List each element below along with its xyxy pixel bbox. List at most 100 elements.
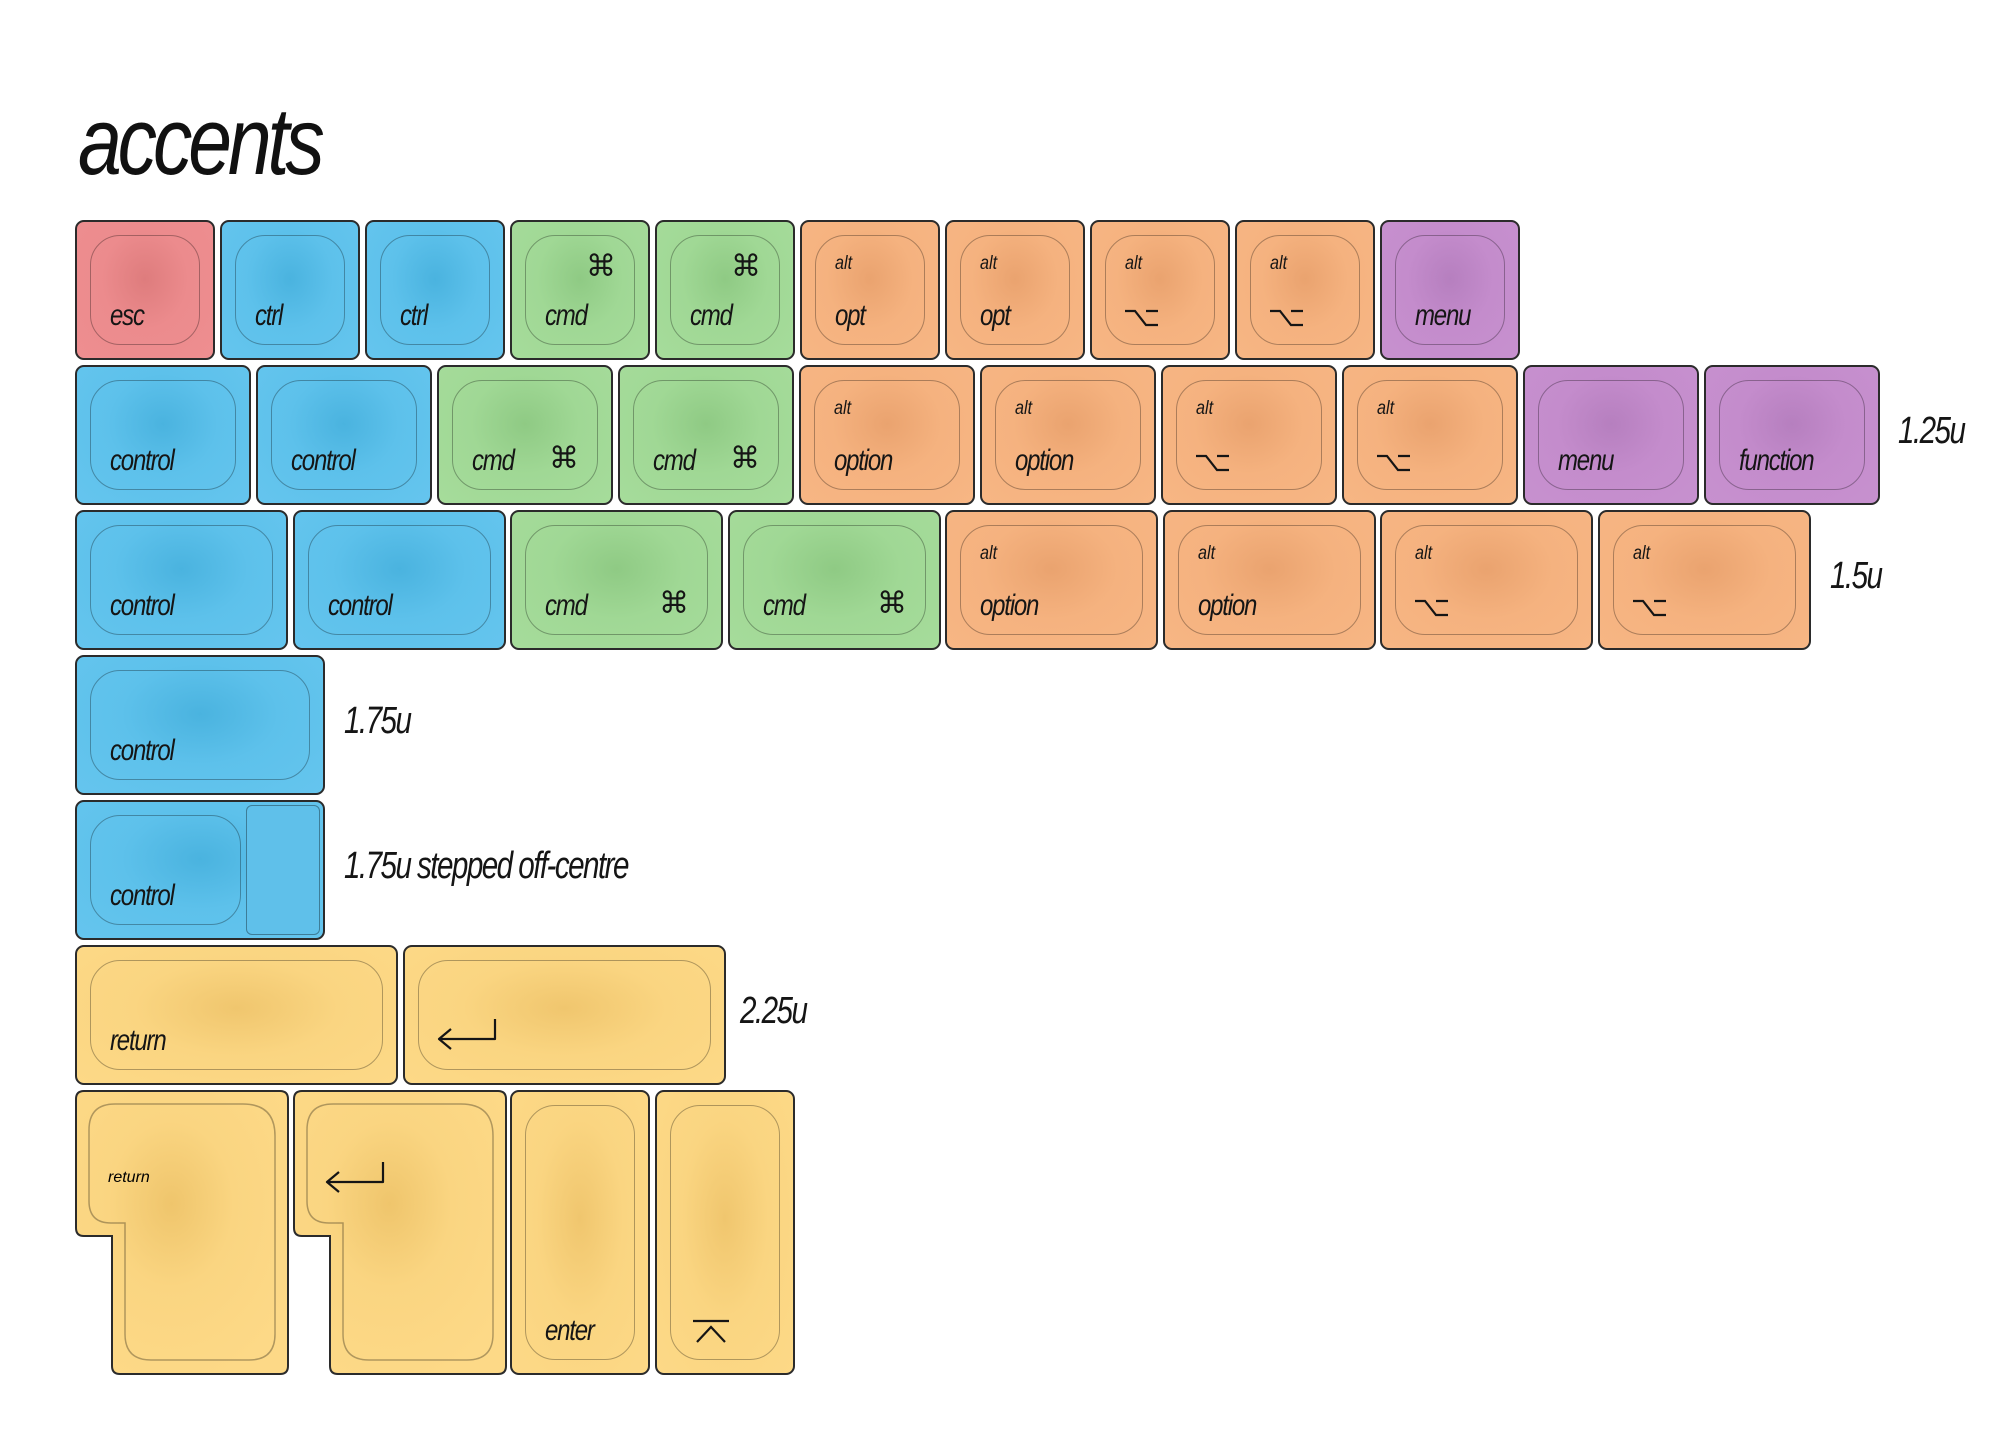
keycap-top [418,960,711,1070]
keycap-top [90,235,200,345]
keycap-top [525,525,708,635]
alt-sublegend: alt [1415,543,1433,564]
keycap-top [743,525,926,635]
return-arrow-key [403,945,726,1085]
alt-sublegend: alt [980,543,998,564]
command-symbol-icon: ⌘ [877,586,907,621]
keycap-top [633,380,779,490]
option-key-icon [1270,309,1303,327]
key-legend: control [110,444,175,477]
control-key: control [256,365,432,505]
keycap-top [1395,235,1505,345]
keycap-top [815,235,925,345]
alt-sublegend: alt [980,253,998,274]
key-legend: option [1015,444,1074,477]
alt-sublegend: alt [1633,543,1651,564]
key-legend: control [110,734,175,767]
page-title: accents [78,88,325,195]
alt-sublegend: alt [834,398,852,419]
option-symbol-key: alt [1380,510,1593,650]
key-legend: ctrl [400,299,428,332]
menu-key: menu [1380,220,1520,360]
command-symbol-icon: ⌘ [549,441,579,476]
key-legend: control [110,589,175,622]
key-legend: return [108,1169,150,1186]
size-label: 1.75u stepped off-centre [344,845,629,887]
cmd-key: cmd ⌘ [618,365,794,505]
keycap-top [814,380,960,490]
alt-sublegend: alt [1196,398,1214,419]
key-legend: enter [545,1314,595,1347]
option-key: alt option [980,365,1156,505]
option-symbol-key: alt [1235,220,1375,360]
cmd-key: cmd ⌘ [728,510,941,650]
option-symbol-key: alt [1342,365,1518,505]
keycap-top [670,235,780,345]
key-legend: function [1739,444,1815,477]
keycap-top [1538,380,1684,490]
enter-key: enter [510,1090,650,1375]
return-arrow-icon [437,1019,497,1050]
key-legend: opt [835,299,866,332]
iso-return-arrow-key [293,1090,507,1375]
keycap-top [1613,525,1796,635]
key-legend: control [110,879,175,912]
keycap-top [1105,235,1215,345]
cmd-key: ⌘ cmd [655,220,795,360]
keycap-top [1719,380,1865,490]
key-legend: cmd [545,589,588,622]
key-legend: control [328,589,393,622]
cmd-key: ⌘ cmd [510,220,650,360]
key-legend: menu [1415,299,1471,332]
return-key: return [75,945,398,1085]
size-label: 1.5u [1830,555,1883,597]
key-legend: esc [110,299,145,332]
alt-sublegend: alt [1198,543,1216,564]
control-key: control [75,365,251,505]
command-symbol-icon: ⌘ [659,586,689,621]
key-legend: option [834,444,893,477]
keycap-top [525,1105,635,1360]
ctrl-key: ctrl [220,220,360,360]
keycap-top [271,380,417,490]
keycap-top [1176,380,1322,490]
keycap-top [1250,235,1360,345]
key-legend: cmd [653,444,696,477]
keycap-top [90,960,383,1070]
size-label: 1.25u [1898,410,1966,452]
opt-key: alt opt [800,220,940,360]
iso-key-shape [75,1090,289,1375]
keycap-step [246,805,320,935]
menu-key: menu [1523,365,1699,505]
key-legend: cmd [545,299,588,332]
alt-sublegend: alt [1125,253,1143,274]
keycap-top [90,525,273,635]
function-key: function [1704,365,1880,505]
keycap-top [995,380,1141,490]
control-key: control [75,510,288,650]
control-key: control [293,510,506,650]
keycap-top [1178,525,1361,635]
option-key-icon [1633,599,1666,617]
eject-key [655,1090,795,1375]
cmd-key: cmd ⌘ [510,510,723,650]
keycap-top [235,235,345,345]
command-symbol-icon: ⌘ [586,249,616,284]
keycap-top [1395,525,1578,635]
option-symbol-key: alt [1598,510,1811,650]
keycap-top [525,235,635,345]
option-key-icon [1125,309,1158,327]
iso-return-key: return [75,1090,289,1375]
alt-sublegend: alt [835,253,853,274]
esc-key: esc [75,220,215,360]
size-label: 1.75u [344,700,412,742]
alt-sublegend: alt [1015,398,1033,419]
option-key: alt option [1163,510,1376,650]
command-symbol-icon: ⌘ [730,441,760,476]
key-legend: cmd [690,299,733,332]
key-legend: opt [980,299,1011,332]
key-legend: option [980,589,1039,622]
keycap-top [90,815,241,925]
key-legend: menu [1558,444,1614,477]
keycap-top [90,670,310,780]
